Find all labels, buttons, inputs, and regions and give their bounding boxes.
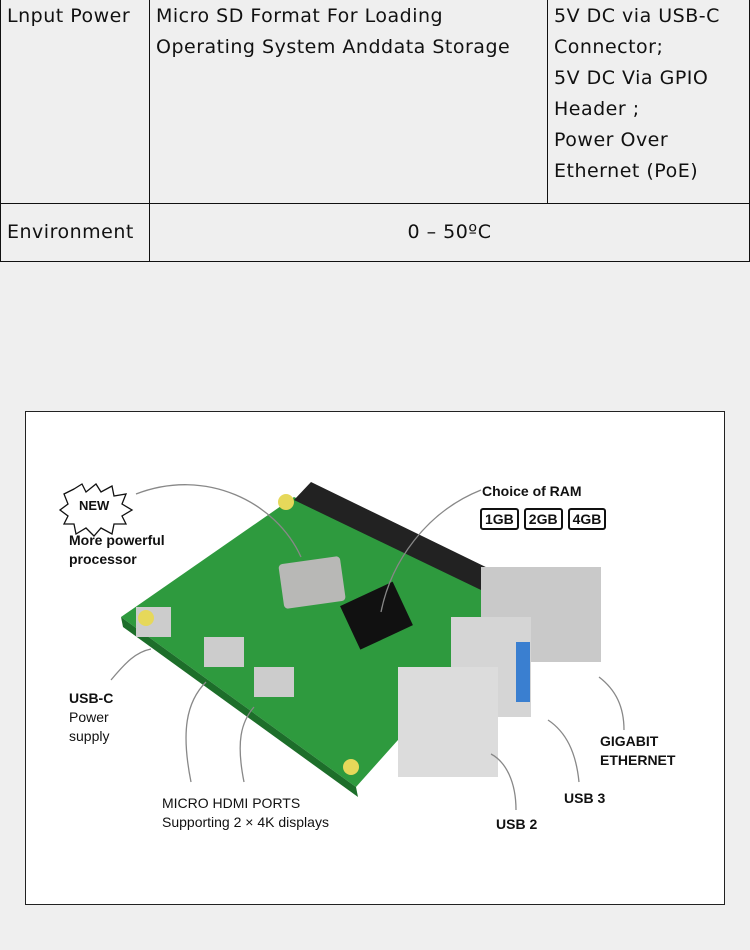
board-illustration <box>58 482 625 811</box>
cell-environment: 0 – 50ºC <box>149 203 750 262</box>
label-line: supply <box>69 728 110 744</box>
table-row: Environment 0 – 50ºC <box>0 203 750 262</box>
callout-arrows <box>110 484 625 811</box>
label-line: ETHERNET <box>600 752 676 768</box>
label-line: Supporting 2 × 4K displays <box>162 814 329 830</box>
cell-power: 5V DC via USB-C Connector; 5V DC Via GPI… <box>547 0 750 204</box>
new-badge: NEW <box>79 498 110 513</box>
usb3-label: USB 3 <box>564 790 606 806</box>
processor-chip <box>278 556 346 609</box>
label-line: More powerful <box>69 532 165 548</box>
ram-option-1gb: 1GB <box>480 508 519 530</box>
power-line: 5V DC Via GPIO Header ; <box>554 67 709 120</box>
table-row: Lnput Power Micro SD Format For Loading … <box>0 0 750 204</box>
label-line: GIGABIT <box>600 733 659 749</box>
label-line: MICRO HDMI PORTS <box>162 795 301 811</box>
hdmi-port-2 <box>254 667 294 697</box>
new-burst-icon <box>58 483 134 537</box>
hdmi-port-1 <box>204 637 244 667</box>
pcb-board <box>121 497 486 787</box>
usb2-label: USB 2 <box>496 816 538 832</box>
cell-storage: Micro SD Format For Loading Operating Sy… <box>149 0 548 204</box>
spec-table: Lnput Power Micro SD Format For Loading … <box>0 0 750 262</box>
ethernet-label: GIGABIT ETHERNET <box>600 732 675 770</box>
power-line: 5V DC via USB-C Connector; <box>554 5 720 58</box>
ram-option-4gb: 4GB <box>567 508 607 530</box>
usbc-label: USB-C Power supply <box>69 689 113 746</box>
label-line: USB-C <box>69 690 114 706</box>
row-label: Lnput Power <box>0 0 150 204</box>
gpio-header <box>294 482 496 590</box>
label-line: processor <box>69 551 137 567</box>
ram-option-2gb: 2GB <box>523 508 563 530</box>
power-line: Power Over Ethernet (PoE) <box>554 129 699 182</box>
row-label: Environment <box>0 203 150 262</box>
raspberry-pi-figure: NEW More powerful processor Choice of RA… <box>25 411 725 905</box>
label-line: Power <box>69 709 109 725</box>
processor-label: More powerful processor <box>69 531 165 569</box>
ram-chip <box>340 581 413 650</box>
hdmi-label: MICRO HDMI PORTS Supporting 2 × 4K displ… <box>162 794 329 832</box>
usb2-ports <box>398 667 498 777</box>
ram-title: Choice of RAM <box>482 483 582 499</box>
